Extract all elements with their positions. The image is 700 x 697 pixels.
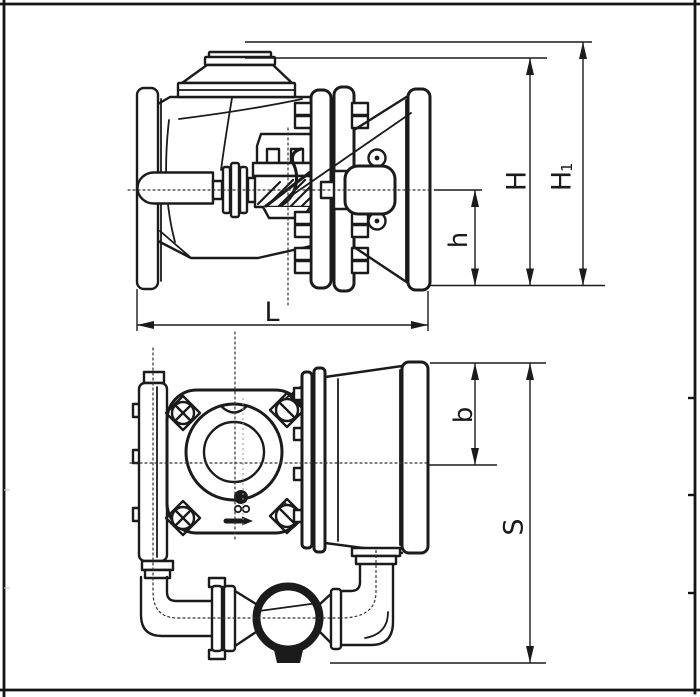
flange-plate-left xyxy=(300,370,314,550)
seal-plug xyxy=(234,490,248,504)
flange-cap xyxy=(142,370,166,385)
bypass-meter-dial xyxy=(258,602,319,612)
outlet-flange-pair-top xyxy=(292,366,327,554)
bolt-bl xyxy=(164,499,202,537)
dimension-label-S: S xyxy=(499,518,530,535)
bypass-line xyxy=(139,546,402,663)
centerlines xyxy=(127,127,433,619)
body-curve xyxy=(220,97,233,171)
dimension-L: L xyxy=(137,297,428,329)
insert-cap xyxy=(255,132,317,165)
outlet-cone xyxy=(352,94,410,285)
dimension-label-H1-subscript: 1 xyxy=(558,162,576,172)
bypass-union xyxy=(143,568,172,580)
plug-cylinder xyxy=(136,171,215,205)
bypass-flange xyxy=(329,587,343,651)
right-elbow-detail xyxy=(364,611,389,639)
left-elbow-inner xyxy=(165,575,214,603)
register-dome xyxy=(176,50,297,99)
section-trace-line xyxy=(284,112,412,201)
dimension-H1: H 1 xyxy=(547,42,587,286)
dimension-label-L: L xyxy=(264,297,279,328)
dimension-b: b xyxy=(449,363,479,465)
dimension-h: h xyxy=(444,190,479,286)
body-bottom-edge xyxy=(156,239,313,260)
dimension-annotations: H H 1 h L xyxy=(136,41,605,664)
flow-direction-arrow xyxy=(223,516,253,526)
register-glass xyxy=(202,420,266,484)
insert-notch xyxy=(265,147,281,165)
bypass-union xyxy=(140,559,175,572)
inlet-flange-top xyxy=(131,370,169,563)
valve-flap-hook xyxy=(290,147,303,165)
dimension-label-h: h xyxy=(444,232,474,248)
right-elbow-outer xyxy=(339,562,395,647)
dimension-S: S xyxy=(499,363,534,663)
bolt-tl xyxy=(164,394,202,432)
bolt-tr xyxy=(268,391,306,429)
dimension-label-b: b xyxy=(449,407,479,424)
body-sweep-curve xyxy=(178,98,303,120)
outlet-flange-top xyxy=(400,360,430,555)
right-elbow-inner xyxy=(339,562,362,593)
register-rim xyxy=(184,402,284,502)
dimension-label-H1: H xyxy=(547,171,578,191)
frame-centering-marks xyxy=(4,396,696,595)
bypass-flange xyxy=(210,584,224,653)
upper-view-side-elevation xyxy=(135,50,432,293)
flange-plate-right xyxy=(312,366,327,554)
dimension-label-H: H xyxy=(502,171,533,191)
body-web xyxy=(159,230,191,258)
left-elbow-outer xyxy=(139,575,214,638)
dome-cone xyxy=(180,63,294,85)
valve-flap-curve xyxy=(279,161,299,207)
bypass-right-centerline xyxy=(339,549,377,619)
outlet-cone-top xyxy=(323,364,404,555)
corner-bolts xyxy=(164,391,306,537)
register-face xyxy=(184,402,284,526)
dimension-H: H xyxy=(502,58,534,286)
adjuster-port xyxy=(219,404,249,414)
bypass-meter-foot xyxy=(274,650,303,663)
bypass-left-centerline xyxy=(152,347,179,619)
